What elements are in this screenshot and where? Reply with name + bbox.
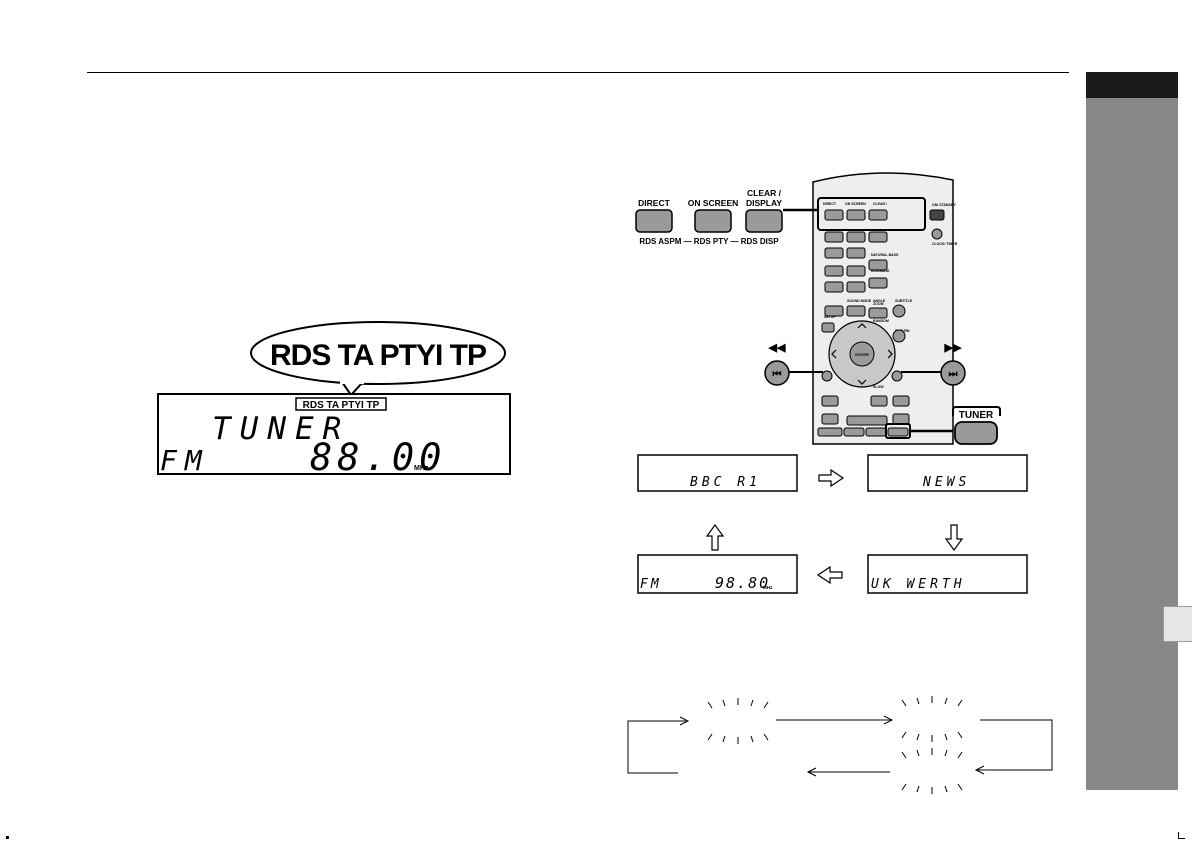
dpad: ENTER [828, 320, 896, 388]
bubble-indicators: RDS TA PTYI TP [270, 339, 486, 372]
flow-arrow-left-icon [806, 767, 890, 777]
lcd-program-service: BBC R1 [637, 454, 798, 492]
clear-label: CLEAR / [747, 188, 782, 198]
direct-label: DIRECT [638, 198, 670, 208]
lcd-radio-text: UK WERTH [867, 554, 1028, 594]
direct-button[interactable]: DIRECT [635, 198, 673, 233]
tuner-label: TUNER [959, 410, 994, 421]
rds-display-cycle: BBC R1 NEWS FM 98.80 MHz UK WERTH [637, 454, 1028, 594]
small-label-clear: CLEAR / [873, 202, 887, 206]
lcd-program-type: NEWS [867, 454, 1028, 492]
on-screen-button[interactable]: ON SCREEN [688, 198, 739, 233]
clear-display-button[interactable]: CLEAR / DISPLAY [745, 188, 783, 233]
rds-sub-labels: RDS ASPM — RDS PTY — RDS DISP [639, 237, 779, 246]
side-index-bar [1086, 72, 1178, 790]
display-label: DISPLAY [746, 198, 782, 208]
side-index-marker [1163, 606, 1192, 642]
arrow-down-icon [944, 524, 964, 552]
enter-label: ENTER [855, 352, 869, 357]
callout-box-top [817, 197, 926, 231]
loop-line-right [976, 719, 1053, 771]
small-label-random: RANDOM [873, 319, 889, 323]
skip-back-button[interactable]: ◀◀ ⏮ [764, 342, 790, 386]
small-label-soundmode: SOUND MODE [847, 299, 872, 303]
crop-mark [1178, 832, 1185, 839]
blink-flow-diagram [627, 696, 1053, 794]
arrow-up-icon [705, 523, 725, 551]
small-label-slow: SLOW [873, 385, 884, 389]
small-label-angle: ANGLE [873, 299, 886, 303]
arrow-left-icon [816, 565, 843, 585]
display-indicators: RDS TA PTYI TP [303, 400, 380, 411]
page-dot [6, 836, 9, 839]
display-band: FM [160, 444, 210, 477]
small-label-natural: NATURAL BASS [871, 253, 899, 257]
lcd-rt-text: UK WERTH [871, 577, 966, 592]
rewind-icon: ◀◀ [768, 342, 786, 354]
fast-forward-icon: ▶▶ [944, 342, 962, 354]
arrow-right-icon [818, 468, 845, 488]
lcd-ps-text: BBC R1 [690, 475, 761, 490]
flow-arrow-right-icon [776, 715, 894, 725]
display-line1: TUNER [212, 411, 350, 447]
small-label-on-standby: ON/ STANDBY [932, 203, 957, 207]
loop-line-left [627, 720, 686, 774]
display-unit: MHz [414, 465, 429, 472]
speech-bubble [250, 321, 506, 397]
small-label-direct: DIRECT [823, 202, 837, 206]
lcd-freq-band: FM [640, 577, 662, 592]
lcd-freq-unit: MHz [763, 585, 773, 590]
small-label-setup: SETUP [824, 315, 836, 319]
lcd-freq-value: 98.80 [715, 574, 770, 592]
lcd-frequency: FM 98.80 MHz [637, 554, 798, 594]
display-frequency: 88.00 [310, 436, 446, 479]
fm-display-panel: RDS TA PTYI TP TUNER FM 88.00 MHz [157, 393, 511, 479]
skip-back-icon: ⏮ [773, 369, 782, 380]
blink-mark-2 [901, 696, 963, 742]
lcd-pty-text: NEWS [922, 475, 970, 490]
skip-forward-button[interactable]: ▶▶ ⏭ [940, 342, 966, 386]
small-label-subtitle: SUBTITLE [895, 299, 913, 303]
remote-control-figure: DIRECT ON SCREEN CLEAR / ON/ STANDBY CLO… [635, 172, 1001, 445]
blink-mark-3 [901, 748, 963, 794]
small-label-onscreen: ON SCREEN [845, 202, 866, 206]
tuner-button[interactable]: TUNER [952, 406, 1001, 445]
on-screen-label: ON SCREEN [688, 198, 739, 208]
side-index-tab [1086, 72, 1178, 98]
small-label-zoom: ZOOM [873, 302, 884, 306]
small-label-rds: RDS/BAND [871, 269, 890, 273]
blink-mark-1 [707, 698, 769, 744]
skip-forward-icon: ⏭ [949, 369, 958, 380]
header-rule [87, 72, 1069, 73]
rds-indicator-figure: RDS TA PTYI TP RDS TA PTYI TP TUNER FM 8… [157, 321, 511, 479]
small-label-clock: CLOCK/ TIMER [932, 242, 958, 246]
